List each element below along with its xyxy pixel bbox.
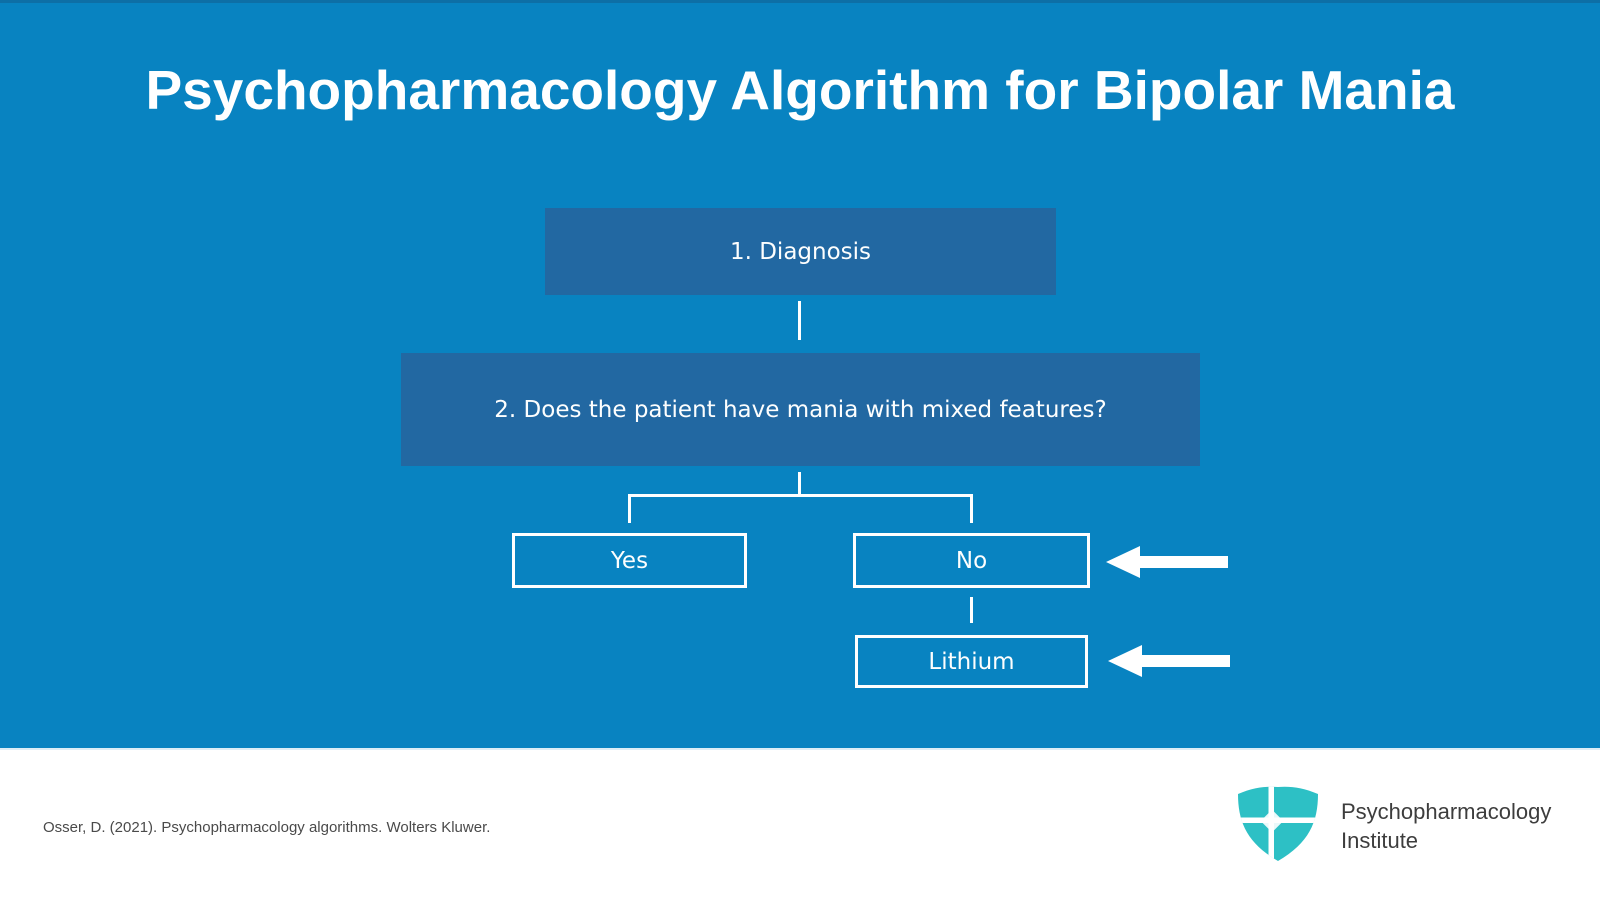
branch-bracket-horizontal [628, 494, 973, 497]
flowchart-node-no: No [853, 533, 1090, 588]
flowchart-node-mixed-features-question: 2. Does the patient have mania with mixe… [401, 353, 1200, 466]
shield-logo-icon [1238, 786, 1318, 861]
node-label: Yes [610, 547, 649, 574]
flowchart-node-yes: Yes [512, 533, 747, 588]
flowchart-node-lithium: Lithium [855, 635, 1088, 688]
branch-bracket-left-drop [628, 494, 631, 523]
flowchart-node-diagnosis: 1. Diagnosis [545, 208, 1056, 295]
citation-text: Osser, D. (2021). Psychopharmacology alg… [43, 819, 491, 836]
slide-title: Psychopharmacology Algorithm for Bipolar… [145, 59, 1455, 121]
node-label: 1. Diagnosis [729, 238, 872, 265]
left-arrow-icon [1108, 645, 1230, 677]
logo-line2: Institute [1341, 828, 1419, 853]
connector-step2-branch [798, 472, 801, 495]
left-arrow-icon [1106, 546, 1228, 578]
slide-top-edge [0, 0, 1600, 3]
logo-wordmark: Psychopharmacology Institute [1341, 797, 1551, 855]
node-label: 2. Does the patient have mania with mixe… [494, 396, 1107, 423]
node-label: Lithium [928, 648, 1015, 675]
logo-line1: Psychopharmacology [1341, 799, 1552, 824]
branch-bracket-right-drop [970, 494, 973, 523]
node-label: No [955, 547, 988, 574]
connector-step1-step2 [798, 301, 801, 340]
connector-no-lithium [970, 597, 973, 623]
footer-bar [0, 748, 1600, 899]
